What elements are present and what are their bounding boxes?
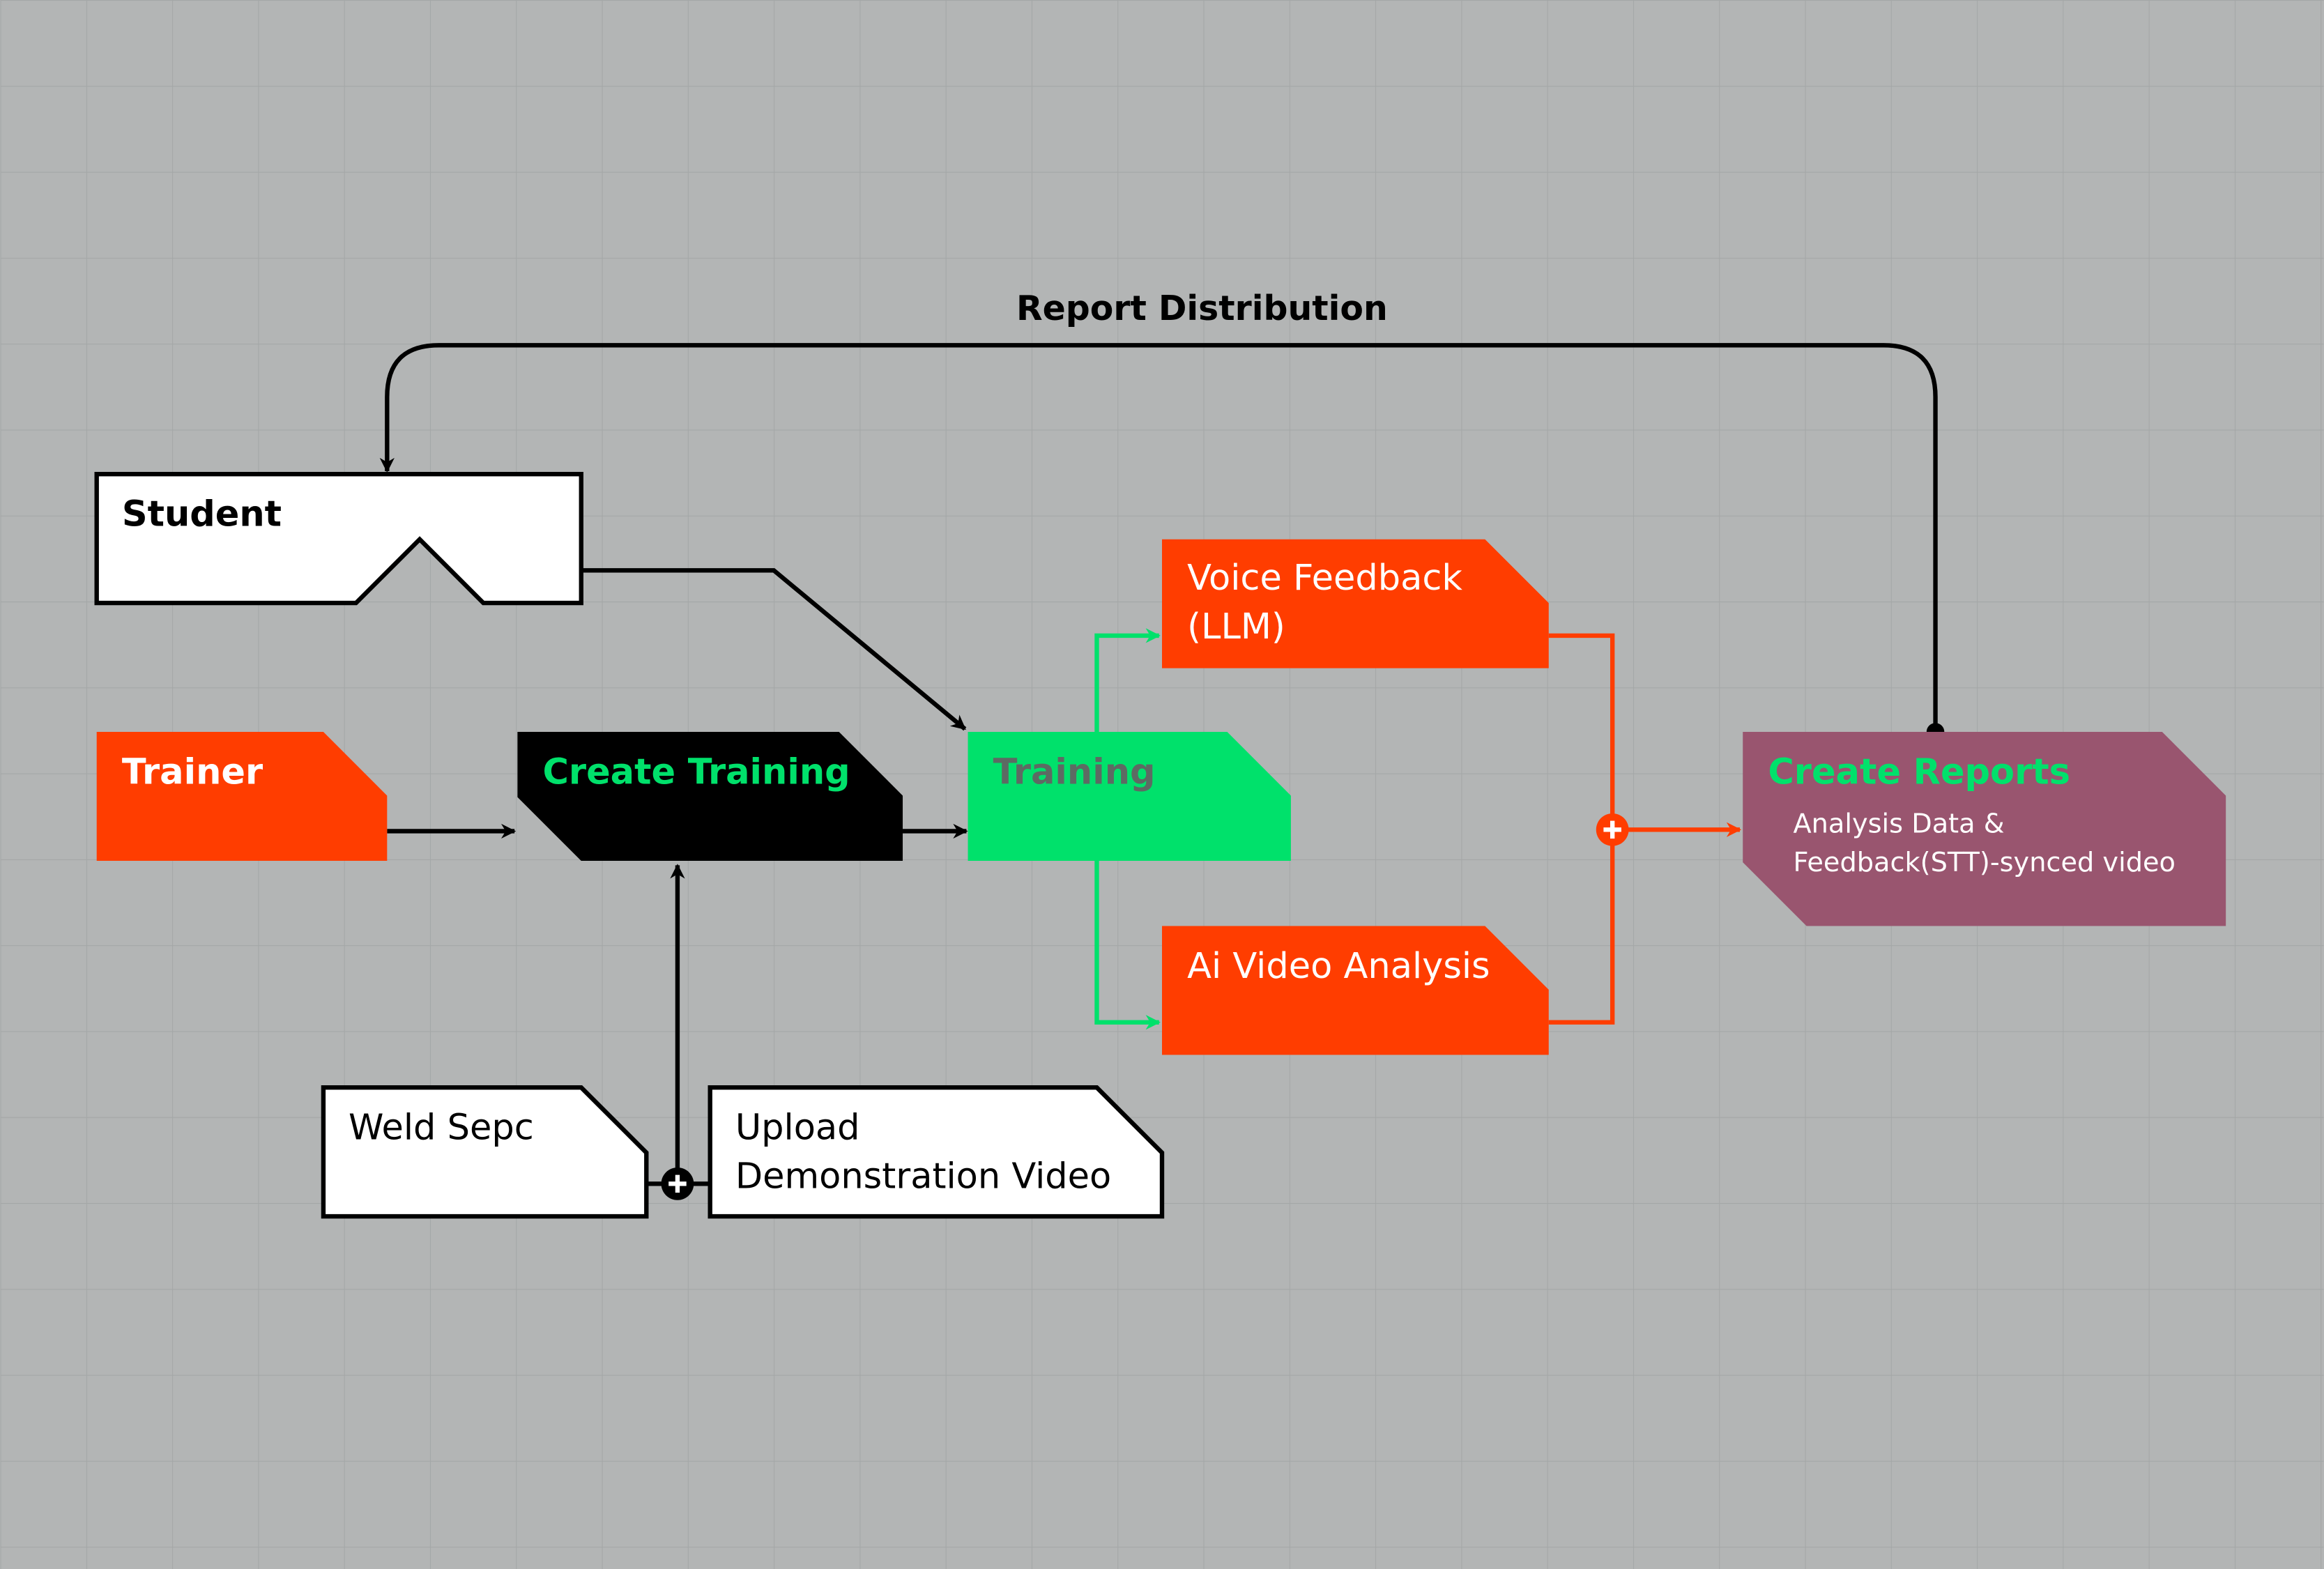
create-reports-node: Create Reports Analysis Data & Feedback(… [1743,732,2226,926]
voice-feedback-label-line2: (LLM) [1187,606,1285,648]
ai-video-analysis-node: Ai Video Analysis [1162,926,1549,1055]
report-distribution-label: Report Distribution [1016,289,1388,328]
input-merge-plus-icon [661,1167,694,1200]
weld-spec-node: Weld Sepc [321,1085,649,1219]
training-node: Training [968,732,1291,861]
trainer-node: Trainer [96,732,388,861]
ai-video-analysis-label: Ai Video Analysis [1187,946,1490,987]
create-training-node: Create Training [517,732,903,861]
weld-spec-label: Weld Sepc [349,1108,534,1149]
trainer-label: Trainer [122,751,263,793]
student-label: Student [122,494,282,535]
create-reports-label: Create Reports [1768,751,2070,793]
training-to-video-analysis-connector [1094,860,1161,1030]
create-reports-detail-line2: Feedback(STT)-synced video [1794,847,2176,878]
training-label: Training [993,751,1156,793]
upload-demonstration-video-node: Upload Demonstration Video [708,1085,1165,1219]
upload-label-line2: Demonstration Video [735,1156,1111,1197]
student-node: Student [94,472,583,606]
create-reports-detail-line1: Analysis Data & [1794,809,2005,840]
student-to-training-connector [581,568,967,731]
upload-label-line1: Upload [735,1108,860,1149]
voice-feedback-label-line1: Voice Feedback [1187,558,1462,599]
report-distribution-connector [379,343,1938,733]
create-training-label: Create Training [543,751,850,793]
output-merge-plus-icon [1596,813,1629,846]
voice-feedback-node: Voice Feedback (LLM) [1162,539,1549,668]
training-to-voice-feedback-connector [1094,628,1161,733]
